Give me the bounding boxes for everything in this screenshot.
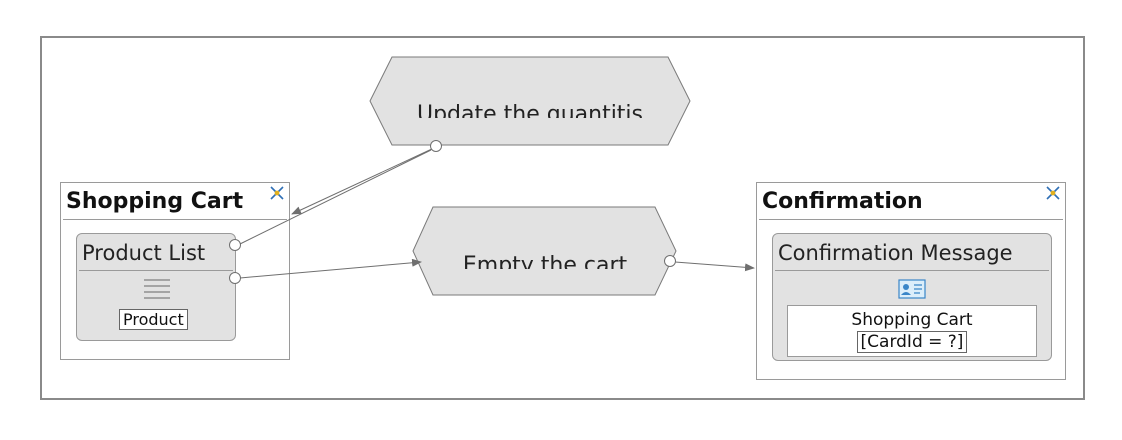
list-icon xyxy=(144,279,170,299)
divider xyxy=(63,219,287,220)
flow-port[interactable] xyxy=(229,239,241,251)
move-icon[interactable] xyxy=(269,185,285,201)
field-name: Shopping Cart xyxy=(851,310,973,330)
component-title: Confirmation Message xyxy=(778,241,1013,265)
component-confirmation-message[interactable]: Confirmation Message Shopping Cart [Card… xyxy=(772,233,1052,361)
component-title: Product List xyxy=(82,241,206,265)
divider xyxy=(775,270,1049,271)
flow-empty-to-confirmation xyxy=(674,261,755,272)
flow-port[interactable] xyxy=(430,140,442,152)
divider xyxy=(79,270,233,271)
view-title: Confirmation xyxy=(762,189,923,214)
flow-list-to-empty xyxy=(239,258,422,279)
flow-port[interactable] xyxy=(229,272,241,284)
flow-list-to-update xyxy=(239,149,432,245)
field-parameter: [CardId = ?] xyxy=(856,331,968,353)
action-update-label: Update the quantitis xyxy=(416,102,644,118)
field-box: Shopping Cart [CardId = ?] xyxy=(787,305,1037,357)
divider xyxy=(759,219,1063,220)
action-update-shape[interactable] xyxy=(369,56,691,146)
move-icon[interactable] xyxy=(1045,185,1061,201)
view-title: Shopping Cart xyxy=(66,189,244,214)
view-confirmation[interactable]: Confirmation Confirmation Message Shoppi… xyxy=(756,182,1066,380)
action-empty-label: Empty the cart xyxy=(462,253,628,269)
view-shopping-cart[interactable]: Shopping Cart Product List Product xyxy=(60,182,290,360)
list-item-label: Product xyxy=(119,309,188,330)
flow-port[interactable] xyxy=(664,255,676,267)
contact-card-icon xyxy=(898,279,926,299)
flow-update-to-cart xyxy=(291,147,435,215)
component-product-list[interactable]: Product List Product xyxy=(76,233,236,341)
action-empty-shape[interactable] xyxy=(412,206,677,296)
